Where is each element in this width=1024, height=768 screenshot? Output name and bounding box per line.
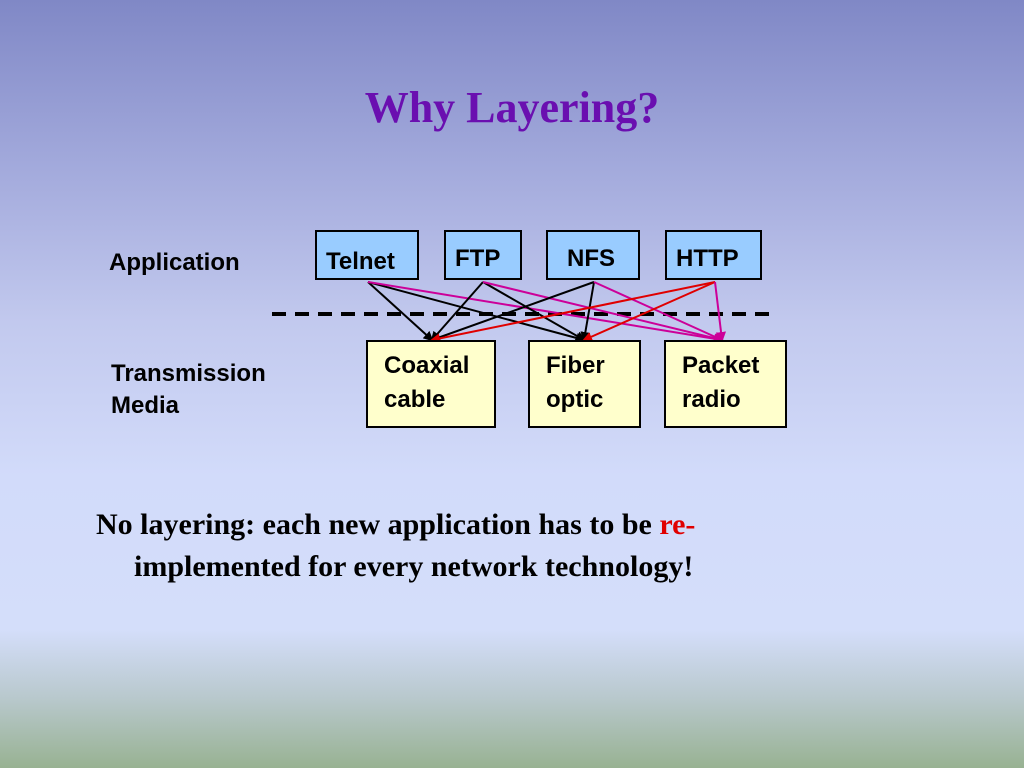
app-label-http: HTTP: [676, 245, 739, 272]
media-label-line2: Media: [111, 392, 180, 419]
app-box-nfs: NFS: [546, 230, 640, 280]
media-label-packet-1: Packet: [682, 352, 760, 379]
app-label-ftp: FTP: [455, 245, 501, 272]
arrow-telnet-to-packet-radio: [367, 281, 724, 344]
media-label-fiber-2: optic: [546, 386, 604, 413]
application-layer-label: Application: [109, 249, 240, 276]
layer-divider: [272, 312, 772, 316]
arrow-telnet-to-coaxial-cable: [367, 281, 434, 342]
media-box-coaxial: Coaxial cable: [366, 340, 496, 428]
note-line2: implemented for every network technology…: [134, 550, 694, 583]
arrow-ftp-to-coaxial-cable: [430, 281, 484, 342]
note-line1: No layering: each new application has to…: [96, 508, 660, 541]
media-box-packet: Packet radio: [664, 340, 787, 428]
app-box-ftp: FTP: [444, 230, 522, 280]
arrow-nfs-to-coaxial-cable: [430, 281, 595, 343]
explanation-note: No layering: each new application has to…: [96, 504, 856, 588]
arrow-telnet-to-fiber-optic: [367, 281, 586, 343]
app-label-nfs: NFS: [567, 245, 615, 272]
arrow-ftp-to-fiber-optic: [482, 281, 586, 341]
media-box-fiber: Fiber optic: [528, 340, 641, 428]
app-box-http: HTTP: [665, 230, 762, 280]
arrow-http-to-packet-radio: [714, 281, 727, 342]
arrow-nfs-to-fiber-optic: [580, 281, 595, 342]
media-label-fiber-1: Fiber: [546, 352, 605, 379]
media-label-coaxial-1: Coaxial: [384, 352, 470, 379]
arrow-http-to-fiber-optic: [582, 281, 716, 342]
arrow-nfs-to-packet-radio: [593, 281, 724, 342]
app-label-telnet: Telnet: [326, 248, 395, 275]
media-label-packet-2: radio: [682, 386, 741, 413]
transmission-media-label: Transmission Media: [111, 358, 311, 422]
media-label-coaxial-2: cable: [384, 386, 446, 413]
arrow-http-to-coaxial-cable: [430, 281, 716, 344]
slide-title: Why Layering?: [364, 83, 660, 132]
note-highlight: re-: [659, 508, 696, 541]
app-box-telnet: Telnet: [315, 230, 419, 280]
arrow-ftp-to-packet-radio: [482, 281, 724, 343]
media-label-line1: Transmission: [111, 360, 266, 387]
